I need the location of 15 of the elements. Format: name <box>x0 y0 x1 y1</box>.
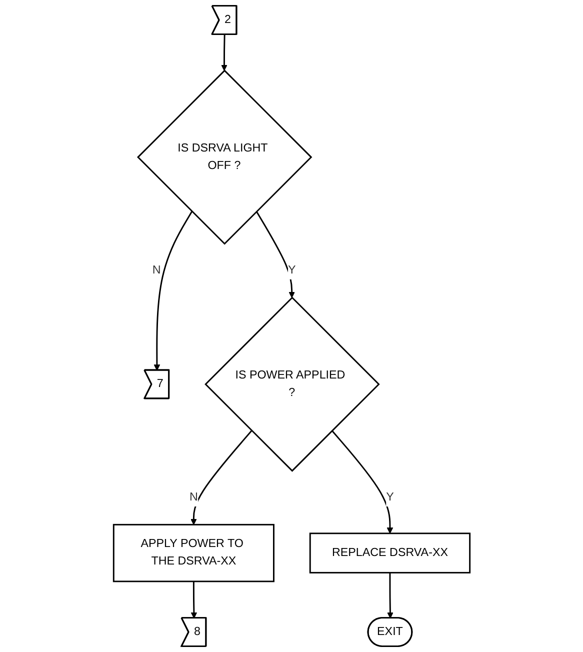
arrow <box>331 430 393 534</box>
edge-label: Y <box>288 264 296 277</box>
node-box: REPLACE DSRVA-XX <box>309 532 470 574</box>
arrow <box>190 430 252 525</box>
arrow <box>190 581 197 618</box>
arrow <box>386 572 394 618</box>
arrow <box>220 34 228 71</box>
node-diamond: IS DSRVA LIGHT OFF ? <box>136 70 312 245</box>
node-diamond: IS POWER APPLIED ? <box>204 296 380 472</box>
arrow <box>154 211 192 371</box>
edge-label: N <box>152 264 161 277</box>
arrow <box>256 211 295 298</box>
node-box: APPLY POWER TO THE DSRVA-XX <box>112 524 274 582</box>
edge-label: N <box>189 491 198 504</box>
edge-label: Y <box>386 491 394 504</box>
